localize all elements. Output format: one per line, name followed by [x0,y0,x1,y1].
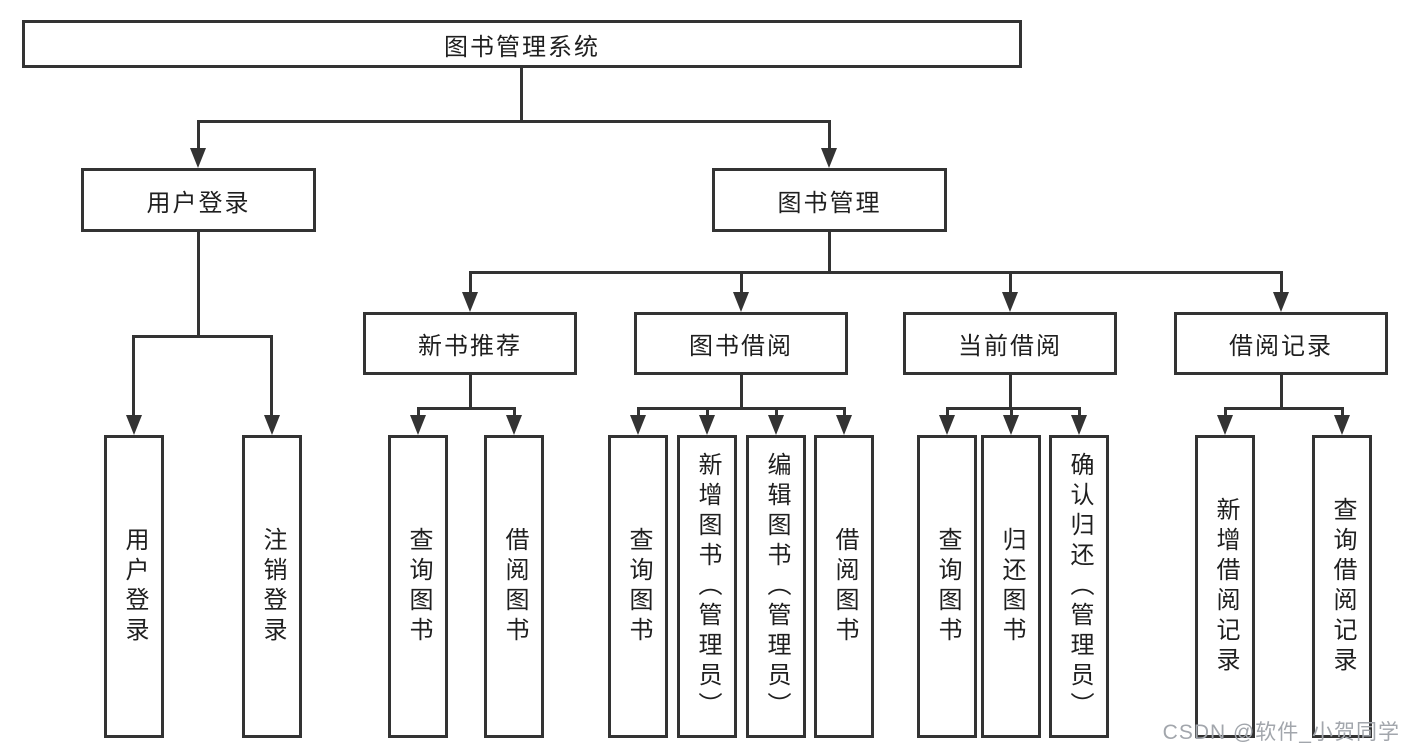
arrowhead-down-icon [506,415,522,435]
leaf-query-borrow-record: 查询借阅记录 [1312,435,1372,738]
connector-level3-bus [469,271,1283,274]
connector-records-stem [1280,375,1283,407]
connector-leaf-drop [417,407,420,417]
connector-current-stem [1009,375,1012,407]
connector-leaf-drop [1078,407,1081,417]
connector-leaf-drop [706,407,709,417]
connector-leaf-drop [775,407,778,417]
arrowhead-down-icon [939,415,955,435]
connector-new-book-stem [469,375,472,407]
connector-level3-drop [1009,271,1012,294]
connector-level3-drop [469,271,472,294]
node-book-management: 图书管理 [712,168,947,232]
node-current-borrowing: 当前借阅 [903,312,1117,375]
connector-leaf-drop [513,407,516,417]
connector-root-stem [520,68,523,120]
connector-leaf-drop [1341,407,1344,417]
arrowhead-down-icon [410,415,426,435]
leaf-edit-books-admin: 编辑图书（管理员） [746,435,806,738]
leaf-query-books-borrowing: 查询图书 [608,435,668,738]
connector-borrowing-bus [637,407,846,410]
leaf-borrow-books: 借阅图书 [814,435,874,738]
arrowhead-down-icon [768,415,784,435]
arrowhead-down-icon [1217,415,1233,435]
arrowhead-down-icon [733,292,749,312]
leaf-confirm-return-admin: 确认归还（管理员） [1049,435,1109,738]
connector-user-login-drop [197,120,200,152]
node-new-book-recommendation: 新书推荐 [363,312,577,375]
connector-book-management-drop [828,120,831,152]
connector-level3-drop [740,271,743,294]
connector-leaf-drop [1224,407,1227,417]
arrowhead-down-icon [1002,292,1018,312]
connector-leaf-drop [946,407,949,417]
connector-leaf-drop [132,335,135,417]
leaf-user-login: 用户登录 [104,435,164,738]
leaf-query-books-current: 查询图书 [917,435,977,738]
arrowhead-down-icon [126,415,142,435]
connector-new-book-bus [417,407,516,410]
arrowhead-down-icon [190,148,206,168]
csdn-watermark: CSDN @软件_小贺同学 [1162,721,1400,744]
connector-leaf-drop [843,407,846,417]
connector-book-management-stem [828,232,831,271]
arrowhead-down-icon [1003,415,1019,435]
connector-leaf-drop [1010,407,1013,417]
arrowhead-down-icon [836,415,852,435]
arrowhead-down-icon [821,148,837,168]
node-library-management-system: 图书管理系统 [22,20,1022,68]
node-user-login: 用户登录 [81,168,316,232]
arrowhead-down-icon [1273,292,1289,312]
node-book-borrowing: 图书借阅 [634,312,848,375]
node-borrowing-records: 借阅记录 [1174,312,1388,375]
connector-current-bus [946,407,1081,410]
leaf-logout: 注销登录 [242,435,302,738]
arrowhead-down-icon [1071,415,1087,435]
connector-level3-drop [1280,271,1283,294]
leaf-return-books: 归还图书 [981,435,1041,738]
connector-records-bus [1224,407,1344,410]
connector-leaf-drop [270,335,273,417]
arrowhead-down-icon [462,292,478,312]
leaf-borrow-books-recommend: 借阅图书 [484,435,544,738]
leaf-query-books-recommend: 查询图书 [388,435,448,738]
connector-user-login-bus [132,335,273,338]
connector-leaf-drop [637,407,640,417]
connector-level2-bus [197,120,830,123]
connector-user-login-stem [197,232,200,335]
connector-borrowing-stem [740,375,743,407]
arrowhead-down-icon [264,415,280,435]
arrowhead-down-icon [699,415,715,435]
leaf-add-borrow-record: 新增借阅记录 [1195,435,1255,738]
leaf-add-books-admin: 新增图书（管理员） [677,435,737,738]
arrowhead-down-icon [1334,415,1350,435]
arrowhead-down-icon [630,415,646,435]
